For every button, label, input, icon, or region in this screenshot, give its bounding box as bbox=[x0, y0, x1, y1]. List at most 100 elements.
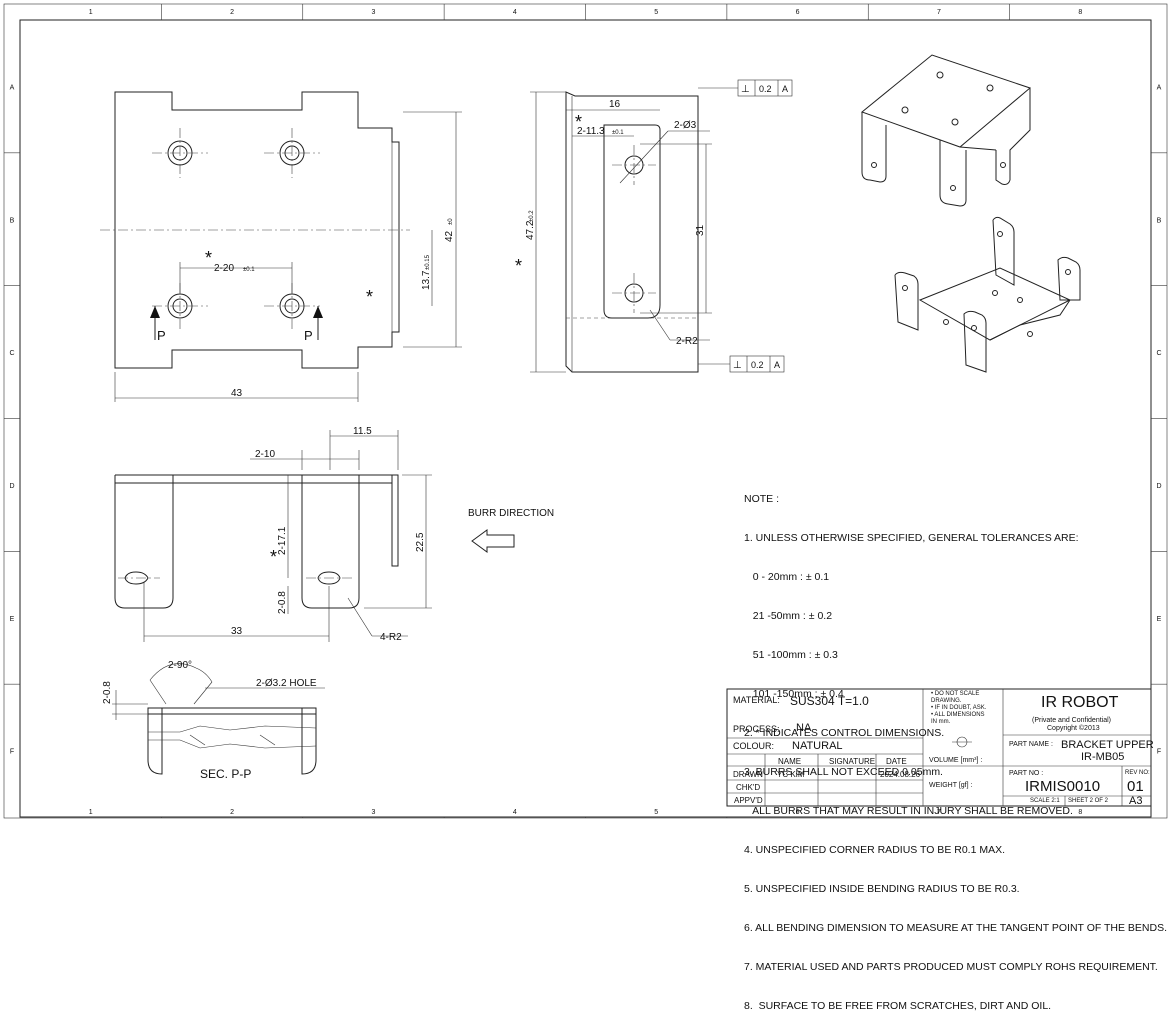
note-line: 2. * INDICATES CONTROL DIMENSIONS. bbox=[744, 727, 945, 739]
zone-col-label: 7 bbox=[937, 809, 941, 816]
flat-view: 11.5 2-10 2-17.1 * 2-0.8 22.5 33 4-R2 BU… bbox=[114, 426, 554, 643]
dim-section-hole: 2-Ø3.2 HOLE bbox=[256, 678, 317, 689]
note-line: 3. BURRS SHALL NOT EXCEED 0.05mm. bbox=[744, 766, 943, 778]
zone-row-label: C bbox=[1156, 350, 1161, 357]
dim-hole-height-tol: ±0.15 bbox=[425, 254, 431, 270]
control-mark-3: * bbox=[575, 112, 582, 132]
section-label-p-left: P bbox=[157, 328, 166, 343]
zone-row-label: B bbox=[1157, 217, 1162, 224]
zone-col-label: 4 bbox=[513, 809, 517, 816]
scale-note: DRAWING. bbox=[931, 698, 962, 704]
dim-flat-edge: 2-0.8 bbox=[277, 591, 288, 614]
gdt-top-symbol: ⊥ bbox=[741, 84, 750, 95]
control-mark-4: * bbox=[515, 256, 522, 276]
dim-side-spacing: 31 bbox=[695, 224, 706, 236]
section-label-p-right: P bbox=[304, 328, 313, 343]
dim-side-offset-tol: ±0.1 bbox=[612, 130, 624, 136]
zone-row-label: D bbox=[1156, 483, 1161, 490]
row-role: APPV'D bbox=[734, 796, 763, 805]
zone-col-label: 6 bbox=[796, 9, 800, 16]
zone-col-label: 2 bbox=[230, 9, 234, 16]
gdt-bottom-value: 0.2 bbox=[751, 360, 764, 370]
dim-side-height-tol: ±0.2 bbox=[529, 210, 535, 222]
section-view: 2-90° 2-Ø3.2 HOLE 2-0.8 SEC. P-P bbox=[102, 660, 325, 781]
dim-side-offset: 2-11.3 bbox=[577, 126, 605, 137]
dim-side-radius: 2-R2 bbox=[676, 336, 698, 347]
part-name-1: BRACKET UPPER bbox=[1061, 739, 1154, 751]
part-name-label: PART NAME : bbox=[1009, 741, 1053, 748]
part-no-value: IRMIS0010 bbox=[1025, 778, 1101, 795]
zone-col-label: 5 bbox=[654, 809, 658, 816]
rev-value: 01 bbox=[1127, 778, 1144, 795]
gdt-bottom-datum: A bbox=[774, 360, 780, 370]
dim-front-pitch: 2-20 bbox=[214, 263, 234, 274]
dim-flat-hole-pos: 2-17.1 bbox=[277, 526, 288, 555]
zone-col-label: 1 bbox=[89, 9, 93, 16]
dim-front-height: 42 bbox=[444, 230, 455, 242]
zone-row-label: E bbox=[10, 616, 15, 623]
paper-size: A3 bbox=[1129, 795, 1143, 807]
zone-row-label: C bbox=[9, 350, 14, 357]
company-name: IR ROBOT bbox=[1041, 694, 1119, 711]
dim-flat-span: 33 bbox=[231, 626, 243, 637]
dim-section-angle: 2-90° bbox=[168, 660, 192, 671]
scale-note: • IF IN DOUBT, ASK. bbox=[931, 705, 987, 711]
colour-label: COLOUR: bbox=[733, 741, 775, 751]
dim-flat-radius: 4-R2 bbox=[380, 632, 402, 643]
isometric-view-top bbox=[860, 54, 1032, 207]
rev-label: REV NO: bbox=[1125, 770, 1150, 776]
header-signature: SIGNATURE bbox=[829, 757, 876, 766]
row-name: YC KIM bbox=[777, 770, 805, 779]
zone-row-label: B bbox=[10, 217, 15, 224]
note-line: 21 -50mm : ± 0.2 bbox=[744, 610, 833, 622]
note-line: 51 -100mm : ± 0.3 bbox=[744, 649, 838, 661]
zone-col-label: 1 bbox=[89, 809, 93, 816]
zone-row-label: A bbox=[10, 84, 15, 91]
front-holes bbox=[152, 128, 320, 330]
zone-row-label: A bbox=[1157, 84, 1162, 91]
volume-label: VOLUME [mm³] : bbox=[929, 757, 983, 764]
row-role: CHK'D bbox=[736, 783, 761, 792]
weight-label: WEIGHT [gf] : bbox=[929, 782, 973, 789]
colour-value: NATURAL bbox=[792, 740, 843, 752]
control-mark-2: * bbox=[366, 287, 373, 307]
header-date: DATE bbox=[886, 757, 907, 766]
note-line: 101 -150mm : ± 0.4 bbox=[744, 688, 844, 700]
zone-row-label: F bbox=[10, 749, 14, 756]
dim-flat-flange: 11.5 bbox=[353, 426, 372, 437]
note-line: 1. UNLESS OTHERWISE SPECIFIED, GENERAL T… bbox=[744, 532, 1079, 544]
note-line: 4. UNSPECIFIED CORNER RADIUS TO BE R0.1 … bbox=[744, 844, 1006, 856]
dim-front-pitch-tol: ±0.1 bbox=[243, 267, 255, 273]
material-value: SUS304 T=1.0 bbox=[790, 694, 869, 708]
zone-col-label: 2 bbox=[230, 809, 234, 816]
note-line: 7. MATERIAL USED AND PARTS PRODUCED MUST… bbox=[744, 961, 1158, 973]
dim-side-hole: 2-Ø3 bbox=[674, 120, 697, 131]
dim-flat-height: 22.5 bbox=[415, 532, 426, 552]
zone-col-label: 8 bbox=[1078, 809, 1082, 816]
sheet-value: SHEET 2 OF 2 bbox=[1068, 798, 1108, 804]
dim-section-thickness: 2-0.8 bbox=[102, 681, 113, 704]
note-line: 0 - 20mm : ± 0.1 bbox=[744, 571, 830, 583]
gdt-bottom-symbol: ⊥ bbox=[733, 360, 742, 371]
dim-hole-height: 13.7 bbox=[421, 270, 432, 290]
note-line: ALL BURRS THAT MAY RESULT IN INJURY SHAL… bbox=[744, 805, 1073, 817]
zone-col-label: 6 bbox=[796, 809, 800, 816]
isometric-view-bottom bbox=[894, 216, 1081, 373]
zone-col-label: 5 bbox=[654, 9, 658, 16]
confidential-label: (Private and Confidential) bbox=[1032, 717, 1111, 724]
zone-row-label: E bbox=[1157, 616, 1162, 623]
zone-col-label: 3 bbox=[371, 809, 375, 816]
gdt-top-datum: A bbox=[782, 84, 788, 94]
notes-title: NOTE : bbox=[744, 493, 780, 505]
row-role: DRAWN bbox=[733, 770, 763, 779]
zone-col-label: 8 bbox=[1078, 9, 1082, 16]
part-no-label: PART NO : bbox=[1009, 770, 1044, 777]
scale-note: IN mm. bbox=[931, 719, 951, 725]
control-mark-1: * bbox=[205, 248, 212, 268]
control-mark-5: * bbox=[270, 547, 277, 567]
side-view: 16 2-11.3 ±0.1 * 2-Ø3 31 47.2 ±0.2 * 2-R… bbox=[515, 79, 793, 373]
zone-col-label: 4 bbox=[513, 9, 517, 16]
note-line: 5. UNSPECIFIED INSIDE BENDING RADIUS TO … bbox=[744, 883, 1020, 895]
